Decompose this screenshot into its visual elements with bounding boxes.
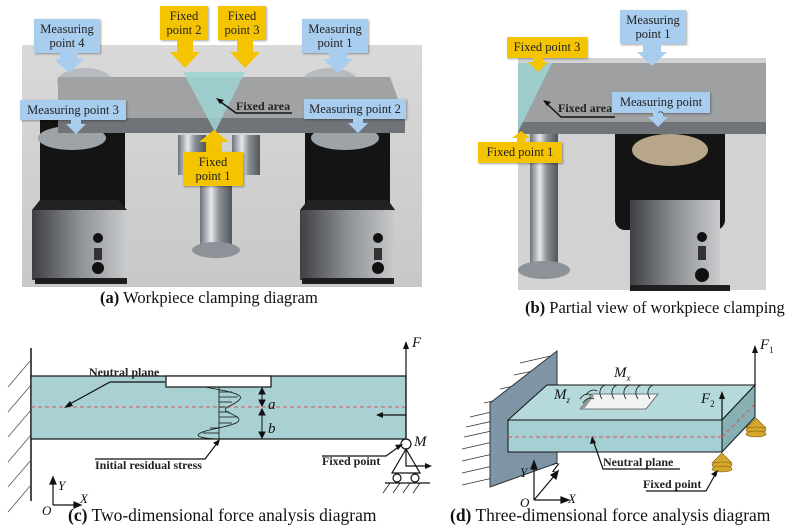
fixed-point-supports bbox=[711, 417, 767, 473]
coordinate-axes bbox=[530, 459, 571, 504]
dimension-arrows bbox=[258, 386, 266, 440]
beam-slot bbox=[165, 375, 272, 388]
dimension-b-label: b bbox=[268, 421, 276, 437]
moment-mz-arrows bbox=[579, 389, 598, 404]
neutral-plane-leader bbox=[592, 439, 680, 470]
panel-b-partial-view: Fixed area Fixed point 3 Measuring point… bbox=[470, 0, 790, 317]
arrow-up-icon bbox=[199, 130, 229, 154]
callout-measuring-point-2: Measuring point 2 bbox=[612, 92, 710, 123]
dimension-a-label: a bbox=[268, 397, 276, 413]
force-f2-label: F2 bbox=[701, 391, 715, 409]
roller-support bbox=[382, 438, 430, 494]
panel-c-diagram bbox=[7, 341, 432, 513]
axis-z-label: Z bbox=[552, 460, 560, 475]
moment-mx-label: Mx bbox=[614, 365, 631, 383]
neutral-plane-label: Neutral plane bbox=[89, 365, 160, 379]
initial-residual-stress-label: Initial residual stress bbox=[95, 458, 202, 472]
panel-d-caption: (d) Three-dimensional force analysis dia… bbox=[450, 505, 771, 525]
callout-measuring-point-4: Measuring point 4 bbox=[34, 19, 100, 53]
arrow-down-icon bbox=[323, 53, 353, 73]
panel-a-render bbox=[22, 45, 422, 287]
beam-side-face bbox=[721, 383, 756, 454]
arrow-down-icon bbox=[637, 44, 667, 66]
axis-y-label: Y bbox=[520, 465, 528, 480]
moment-mz-label: Mz bbox=[554, 387, 571, 405]
residual-stress-leader bbox=[95, 441, 219, 460]
axis-y-label: Y bbox=[58, 478, 66, 493]
fixed-area-region bbox=[183, 72, 245, 132]
fixed-area-pointer bbox=[544, 101, 615, 118]
panel-d-3d-force-analysis: Neutral plane Fixed point F1 F2 Mx Mz Y … bbox=[440, 315, 790, 527]
neutral-plane-label: Neutral plane bbox=[603, 455, 674, 469]
arrow-down-icon bbox=[170, 40, 200, 68]
fixed-area-region bbox=[518, 63, 552, 132]
callout-measuring-point-2: Measuring point 2 bbox=[304, 99, 406, 119]
callout-fixed-point-3: Fixed point 3 bbox=[218, 6, 266, 40]
arrow-down-icon bbox=[230, 40, 260, 68]
panel-a-workpiece-clamping: Fixed area Measuring point 4 Measuring p… bbox=[0, 0, 430, 307]
axis-x-label: X bbox=[568, 491, 576, 506]
callout-measuring-point-1: Measuring point 1 bbox=[302, 19, 368, 53]
callout-fixed-point-3: Fixed point 3 bbox=[507, 37, 587, 58]
fixed-point-label: Fixed point bbox=[643, 477, 702, 491]
wall-hatching bbox=[7, 348, 32, 513]
moment-mx-arrows bbox=[599, 384, 654, 400]
fixed-point-leader bbox=[646, 472, 717, 492]
arrow-down-icon bbox=[648, 113, 668, 127]
residual-stress-profile bbox=[197, 386, 241, 440]
arrow-up-icon bbox=[512, 131, 530, 143]
panel-d-diagram bbox=[461, 345, 767, 504]
callout-measuring-point-1: Measuring point 1 bbox=[620, 10, 686, 44]
arrow-down-icon bbox=[66, 120, 86, 134]
callout-fixed-point-2: Fixed point 2 bbox=[160, 6, 208, 40]
beam-front-face bbox=[507, 419, 723, 453]
fixed-area-label: Fixed area bbox=[558, 101, 613, 115]
callout-fixed-point-1: Fixed point 1 bbox=[183, 152, 243, 186]
force-f1-label: F1 bbox=[760, 337, 774, 355]
axis-x-label: X bbox=[80, 491, 88, 506]
fixed-area-pointer bbox=[217, 99, 292, 114]
fixed-area-label: Fixed area bbox=[236, 99, 291, 113]
panel-c-2d-force-analysis: Neutral plane Initial residual stress Fi… bbox=[0, 315, 440, 527]
force-f-label: F bbox=[412, 335, 422, 351]
moment-m-label: M bbox=[414, 434, 427, 450]
panel-b-caption: (b) Partial view of workpiece clamping bbox=[525, 298, 785, 317]
arrow-down-icon bbox=[528, 58, 548, 72]
arrow-down-icon bbox=[54, 53, 84, 73]
panel-c-caption: (c) Two-dimensional force analysis diagr… bbox=[68, 505, 377, 525]
callout-measuring-point-3: Measuring point 3 bbox=[20, 100, 126, 120]
panel-a-caption: (a) Workpiece clamping diagram bbox=[100, 288, 318, 307]
fixed-point-label: Fixed point bbox=[322, 454, 381, 468]
callout-fixed-point-1: Fixed point 1 bbox=[478, 142, 562, 163]
arrow-down-icon bbox=[348, 119, 368, 133]
origin-label: O bbox=[520, 495, 530, 510]
neutral-plane-leader bbox=[67, 381, 165, 406]
coordinate-axes bbox=[49, 475, 83, 509]
fixed-point-leader bbox=[322, 445, 401, 457]
origin-label: O bbox=[42, 503, 52, 518]
